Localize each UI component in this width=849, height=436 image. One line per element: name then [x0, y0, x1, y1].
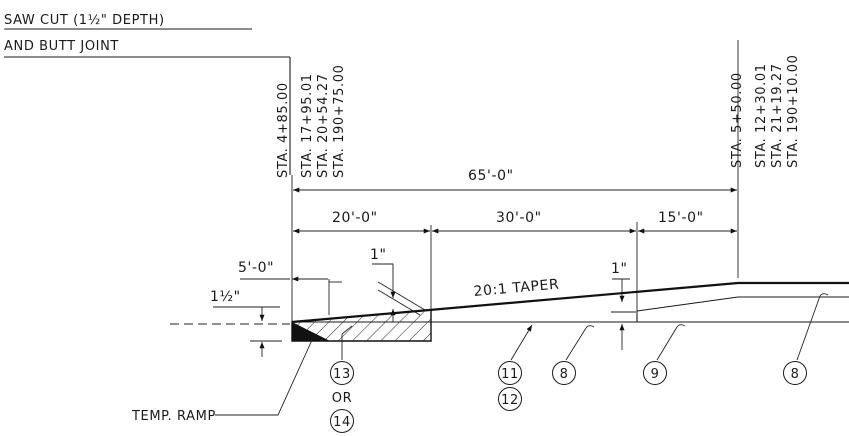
taper-label: 20:1 TAPER: [473, 277, 560, 300]
saw-cut-line-2: AND BUTT JOINT: [4, 39, 119, 54]
dimension-segments: 20'-0" 30'-0" 15'-0": [293, 210, 737, 234]
station-right-3: STA. 190+10.00: [786, 55, 801, 168]
dim-five-ft-label: 5'-0": [238, 260, 274, 276]
taper-top-line: [291, 281, 739, 324]
svg-text:12: 12: [501, 393, 519, 408]
dim-total-label: 65'-0": [468, 168, 514, 184]
saw-cut-note: SAW CUT (1½" DEPTH) AND BUTT JOINT: [3, 0, 291, 175]
callout-leaders: TEMP. RAMP: [131, 293, 829, 424]
callout-8-left: 8: [552, 361, 576, 385]
temp-ramp-wedge: [292, 322, 330, 341]
saw-cut-line-1: SAW CUT (1½" DEPTH): [4, 13, 165, 28]
dim-one-in-right-label: 1": [611, 261, 628, 277]
dim-one-in-left-label: 1": [370, 247, 387, 263]
dimension-total: 65'-0": [293, 168, 737, 193]
svg-text:11: 11: [501, 367, 519, 382]
extension-lines: [291, 40, 739, 322]
callout-8-right: 8: [783, 361, 807, 385]
station-right-2: STA. 21+19.27: [770, 63, 785, 168]
svg-text:9: 9: [651, 367, 660, 382]
dim-one-half-label: 1½": [210, 289, 241, 305]
dimension-one-half-in: 1½": [210, 289, 282, 357]
temp-ramp-label: TEMP. RAMP: [131, 409, 216, 424]
station-left-3: STA. 190+75.00: [332, 65, 347, 178]
callout-or-label: OR: [332, 391, 352, 406]
svg-text:8: 8: [560, 367, 569, 382]
right-station-labels: STA. 5+50.00 STA. 12+30.01 STA. 21+19.27…: [730, 55, 801, 168]
dim-seg-c-label: 15'-0": [658, 210, 704, 226]
svg-text:13: 13: [333, 367, 351, 382]
station-left-2: STA. 20+54.27: [316, 73, 331, 178]
dimension-five-ft: 5'-0": [238, 260, 342, 315]
inner-taper-line: [636, 296, 739, 312]
pavement-section: 20:1 TAPER: [170, 277, 849, 342]
station-right-1: STA. 12+30.01: [754, 63, 769, 168]
left-station-labels: STA. 4+85.00 STA. 17+95.01 STA. 20+54.27…: [276, 65, 347, 178]
callout-13: 13: [330, 361, 354, 385]
callout-11: 11: [498, 361, 522, 385]
svg-text:8: 8: [791, 367, 800, 382]
station-left-0: STA. 4+85.00: [276, 82, 291, 178]
dim-seg-b-label: 30'-0": [496, 210, 542, 226]
dimension-one-in-left: 1": [370, 247, 426, 322]
station-left-1: STA. 17+95.01: [300, 73, 315, 178]
callout-9: 9: [643, 361, 667, 385]
station-right-0: STA. 5+50.00: [730, 72, 745, 168]
callout-12: 12: [498, 387, 522, 411]
dim-seg-a-label: 20'-0": [332, 210, 378, 226]
svg-text:14: 14: [333, 415, 351, 430]
callout-14: 14: [330, 409, 354, 433]
dimension-one-in-right: 1": [611, 261, 636, 350]
